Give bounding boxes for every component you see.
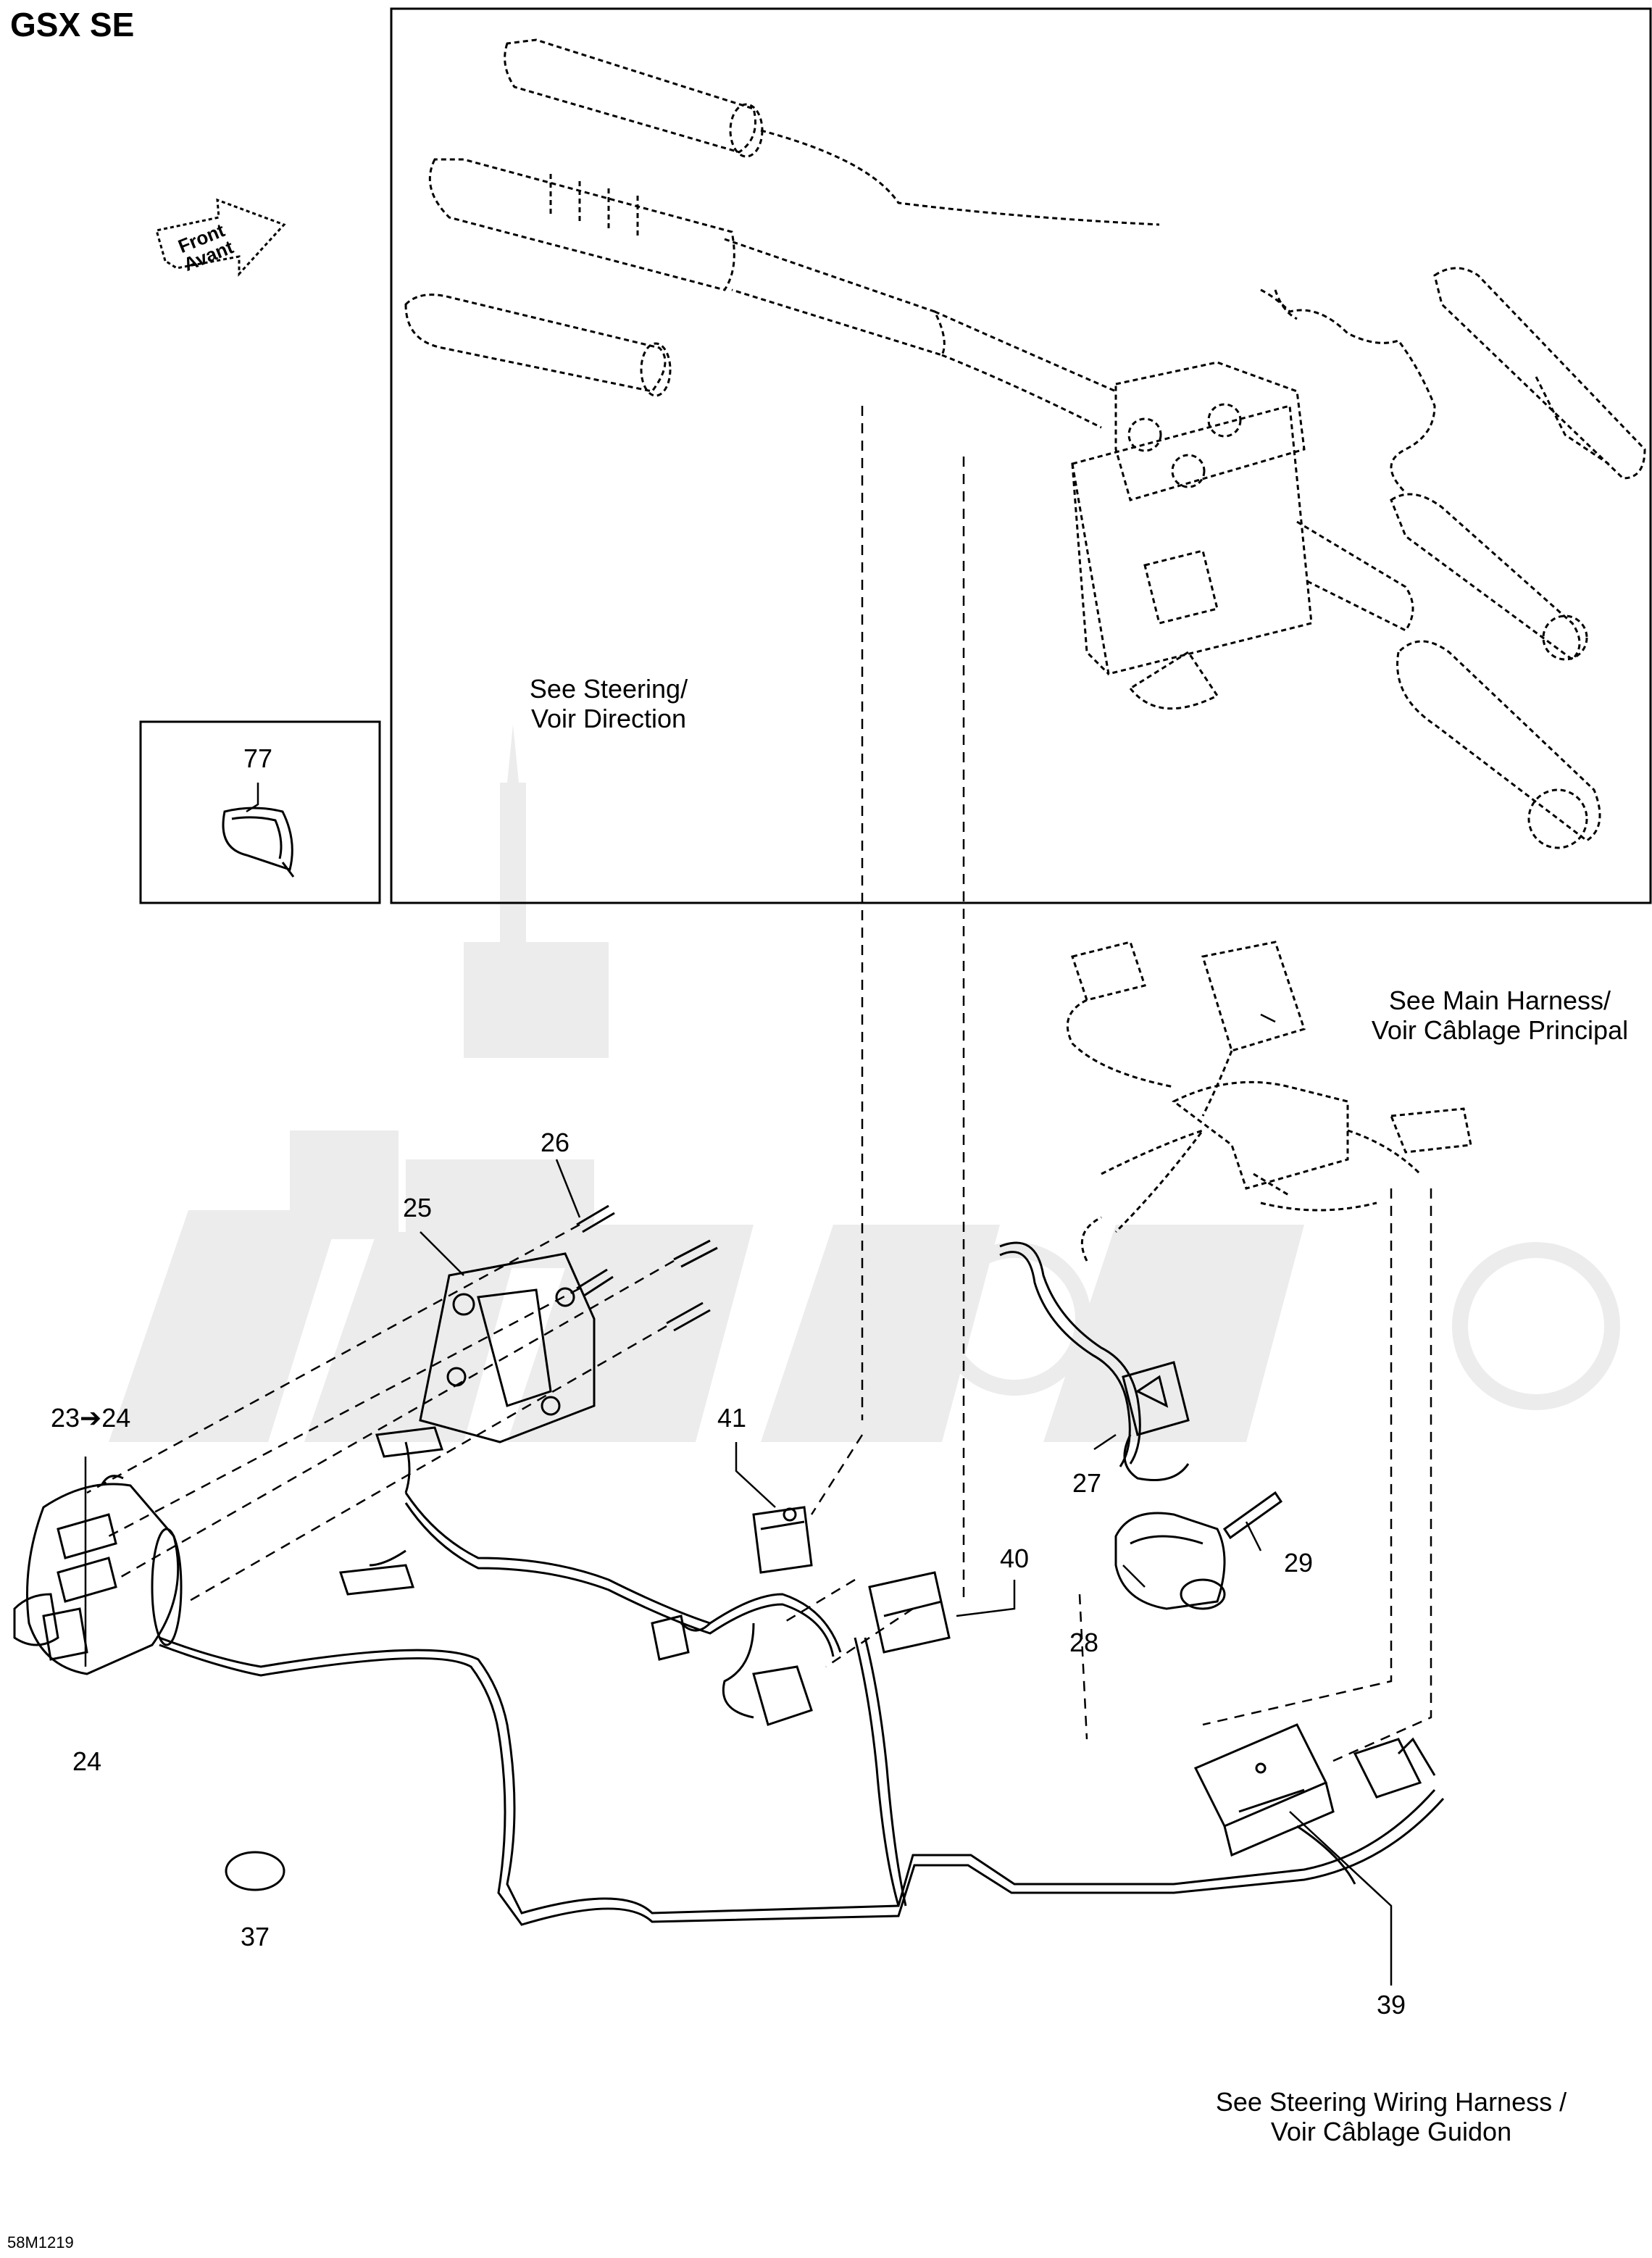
callout-23-24: 23➔24 bbox=[51, 1403, 131, 1433]
see-steering-line1: See Steering/ bbox=[529, 674, 688, 704]
module-39-drawing bbox=[1193, 1723, 1436, 1885]
assembly-lines bbox=[86, 406, 1432, 1762]
callout-29: 29 bbox=[1284, 1548, 1314, 1578]
part-37-drawing bbox=[225, 1851, 285, 1891]
main-harness-drawing bbox=[1066, 941, 1472, 1262]
screws-drawing bbox=[576, 1204, 718, 1332]
callout-39: 39 bbox=[1377, 1990, 1406, 2020]
callout-77: 77 bbox=[243, 743, 273, 773]
steering-frame bbox=[390, 7, 1652, 904]
housing-cover-drawing bbox=[419, 1252, 596, 1443]
callout-28: 28 bbox=[1069, 1628, 1099, 1657]
detail-77-frame bbox=[139, 720, 381, 904]
model-title: GSX SE bbox=[10, 6, 135, 43]
see-steering-wiring-line2: Voir Câblage Guidon bbox=[1270, 2117, 1512, 2147]
callout-27: 27 bbox=[1072, 1468, 1102, 1498]
switch-27-drawing bbox=[999, 1241, 1190, 1481]
front-arrow-icon bbox=[155, 198, 286, 277]
watermark-logo bbox=[109, 725, 1620, 1442]
switch-housing-drawing bbox=[13, 1475, 183, 1675]
see-steering-wiring-line1: See Steering Wiring Harness / bbox=[1215, 2087, 1567, 2117]
callout-26: 26 bbox=[541, 1128, 570, 1157]
see-main-harness-line2: Voir Câblage Principal bbox=[1371, 1015, 1629, 1046]
callout-41: 41 bbox=[717, 1403, 747, 1433]
wiring-harness-drawing bbox=[159, 1426, 1445, 1926]
connector-41-drawing bbox=[752, 1506, 813, 1574]
pin-29-drawing bbox=[1222, 1491, 1283, 1540]
callout-25: 25 bbox=[403, 1193, 433, 1222]
callout-24: 24 bbox=[72, 1746, 102, 1776]
see-steering-line2: Voir Direction bbox=[530, 704, 687, 734]
connector-40-drawing bbox=[868, 1571, 951, 1654]
callout-40: 40 bbox=[1000, 1543, 1030, 1573]
handlebar-assembly-drawing bbox=[404, 38, 1646, 849]
switch-28-drawing bbox=[1114, 1512, 1226, 1610]
part-77-drawing bbox=[222, 807, 295, 878]
callout-leaders bbox=[84, 783, 1393, 1986]
see-main-harness-reference: See Main Harness/ Voir Câblage Principal bbox=[1348, 986, 1652, 1046]
see-steering-reference: See Steering/ Voir Direction bbox=[478, 674, 739, 734]
callout-37: 37 bbox=[241, 1922, 270, 1951]
see-steering-wiring-harness-reference: See Steering Wiring Harness / Voir Câbla… bbox=[1188, 2087, 1594, 2147]
see-main-harness-line1: See Main Harness/ bbox=[1388, 986, 1611, 1015]
drawing-number: 58M1219 bbox=[7, 2233, 74, 2251]
